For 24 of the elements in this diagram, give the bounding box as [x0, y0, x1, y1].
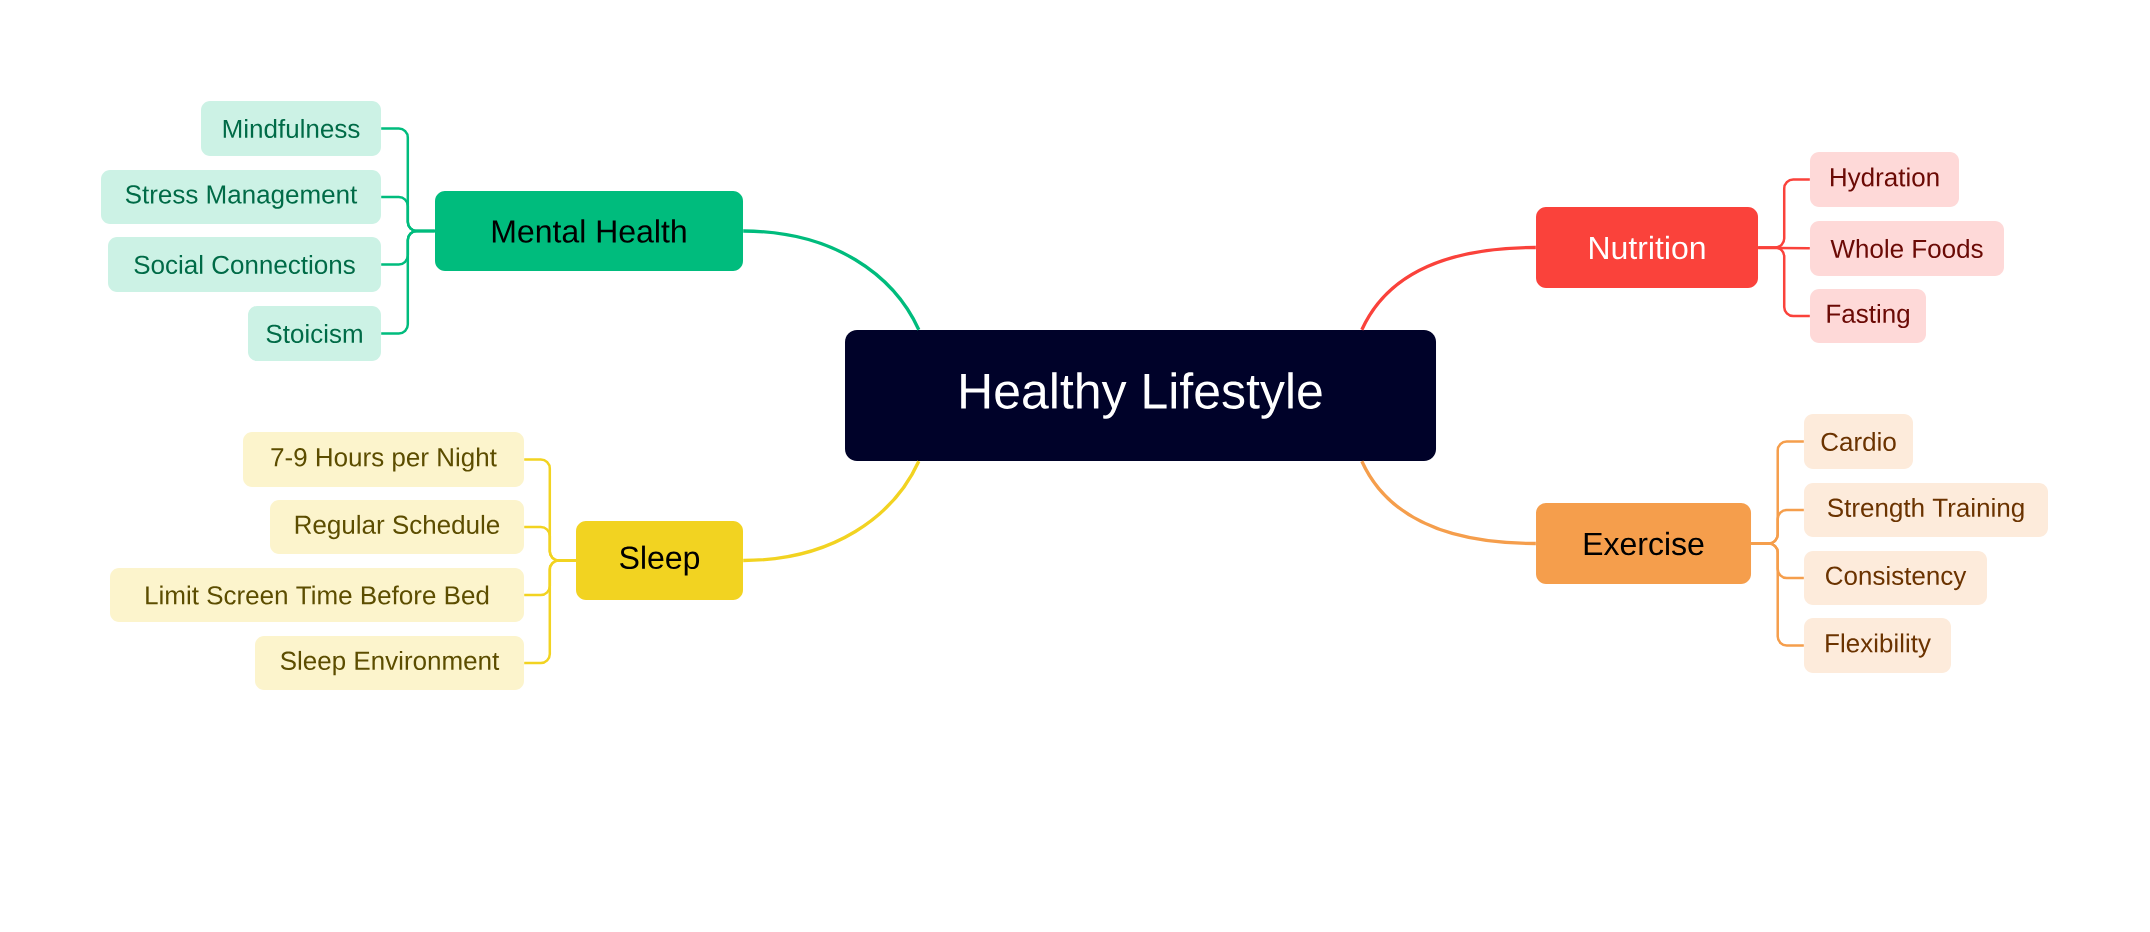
subtopic-box: Fasting: [1810, 289, 1926, 343]
subtopic-box: Limit Screen Time Before Bed: [110, 568, 524, 622]
subtopic-box: Stress Management: [101, 170, 381, 224]
connector-line: [743, 460, 921, 563]
subtopic-box: Strength Training: [1804, 483, 2048, 537]
subtopic-box: Whole Foods: [1810, 221, 2004, 276]
topic-box: Mental Health: [435, 191, 743, 271]
connector-line: [743, 229, 921, 331]
topic-box: Exercise: [1536, 503, 1751, 584]
subtopic-box: Hydration: [1810, 152, 1959, 207]
connector-line: [1360, 245, 1536, 331]
subtopic-box: Sleep Environment: [255, 636, 524, 690]
subtopic-box: Consistency: [1804, 551, 1987, 605]
subtopic-box: Regular Schedule: [270, 500, 524, 554]
topic-box: Nutrition: [1536, 207, 1758, 288]
connector-line: [1360, 460, 1536, 546]
subtopic-box: Stoicism: [248, 306, 381, 361]
subtopic-box: Mindfulness: [201, 101, 381, 156]
central-topic-box: Healthy Lifestyle: [845, 330, 1436, 461]
subtopic-box: Flexibility: [1804, 618, 1951, 673]
subtopic-box: 7-9 Hours per Night: [243, 432, 524, 487]
subtopic-box: Social Connections: [108, 237, 381, 292]
topic-box: Sleep: [576, 521, 743, 600]
subtopic-box: Cardio: [1804, 414, 1913, 469]
